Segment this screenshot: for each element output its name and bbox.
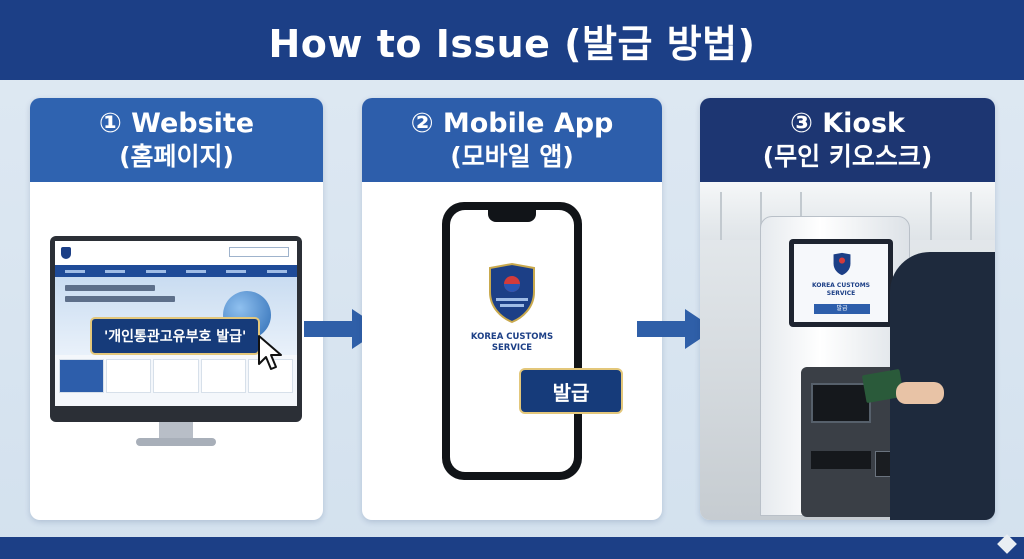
step-card-kiosk: ③ Kiosk (무인 키오스크) KOREA CUSTOMS SERVICE … — [700, 98, 995, 520]
step-card-mobile-app: ② Mobile App (모바일 앱) KOREA CUSTOMS SERVI… — [362, 98, 662, 520]
website-search-box — [229, 247, 289, 257]
step-card-website: ① Website (홈페이지) '개인통관고유부호 발급' — [30, 98, 323, 520]
hand-illustration — [896, 382, 944, 404]
step-subtitle: (무인 키오스크) — [762, 142, 933, 171]
shield-logo-icon — [61, 247, 71, 259]
step-title: ③ Kiosk — [789, 108, 905, 139]
step-card-header: ② Mobile App (모바일 앱) — [362, 98, 662, 182]
passport-scanner-slot — [811, 383, 871, 423]
header-banner: How to Issue (발급 방법) — [0, 0, 1024, 80]
shield-logo-icon — [833, 252, 851, 276]
phone-screen: KOREA CUSTOMS SERVICE — [450, 210, 574, 472]
step-card-header: ① Website (홈페이지) — [30, 98, 323, 182]
monitor-stand — [159, 422, 193, 440]
kiosk-issue-button: 발급 — [814, 304, 870, 314]
receipt-slot — [811, 451, 871, 469]
app-name: KOREA CUSTOMS SERVICE — [470, 332, 554, 353]
cursor-icon — [258, 335, 282, 370]
step-card-header: ③ Kiosk (무인 키오스크) — [700, 98, 995, 182]
website-topbar — [55, 241, 297, 265]
monitor-base — [136, 438, 216, 446]
step-title: ② Mobile App — [410, 108, 614, 139]
footer-band — [0, 537, 1024, 559]
step-title: ① Website — [98, 108, 255, 139]
website-service-tiles — [55, 355, 297, 397]
smartphone-illustration: KOREA CUSTOMS SERVICE — [442, 202, 582, 480]
page-title: How to Issue (발급 방법) — [268, 21, 756, 66]
shield-logo-icon — [489, 262, 535, 324]
phone-notch — [488, 210, 536, 222]
arrow-right-icon — [637, 309, 715, 349]
step-subtitle: (모바일 앱) — [450, 142, 574, 171]
kiosk-screen: KOREA CUSTOMS SERVICE 발급 — [789, 239, 893, 327]
issue-menu-callout: '개인통관고유부호 발급' — [90, 317, 261, 355]
kiosk-photo: KOREA CUSTOMS SERVICE 발급 — [700, 182, 995, 520]
issue-button-callout: 발급 — [519, 368, 623, 414]
step-subtitle: (홈페이지) — [119, 142, 234, 171]
kiosk-machine: KOREA CUSTOMS SERVICE 발급 — [760, 216, 910, 517]
kiosk-screen-text: KOREA CUSTOMS SERVICE — [811, 282, 870, 297]
website-nav-bar — [55, 265, 297, 277]
